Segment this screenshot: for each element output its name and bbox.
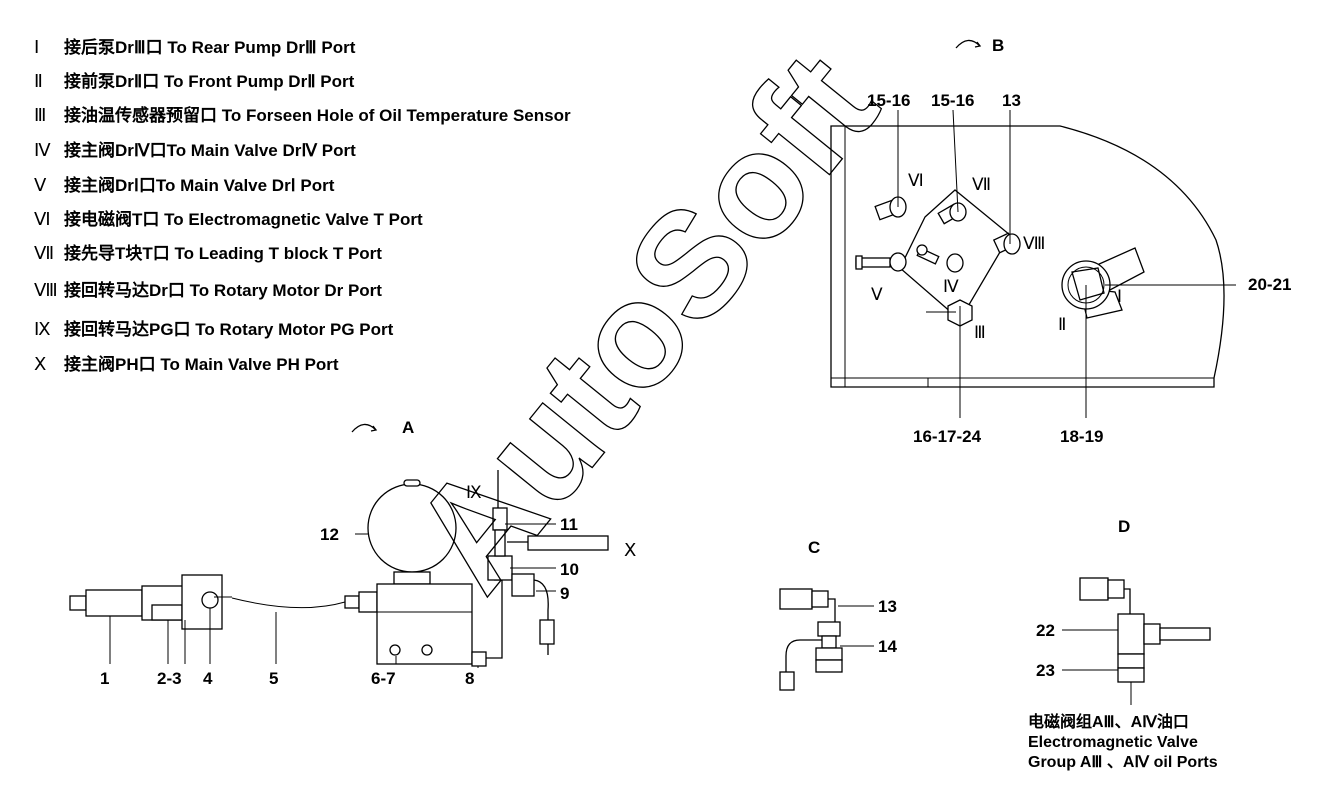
caption-line-2: Electromagnetic Valve xyxy=(1028,734,1198,751)
callout-9: 9 xyxy=(560,584,569,603)
piping xyxy=(486,470,609,659)
callout-1: 1 xyxy=(100,669,109,688)
accumulator-12 xyxy=(367,479,457,585)
port-label-4: Ⅳ xyxy=(943,277,959,296)
port-label-9: Ⅸ xyxy=(466,483,482,502)
port-label-6: Ⅵ xyxy=(908,171,924,190)
fitting-8 xyxy=(992,232,1021,255)
callout-23-d: 23 xyxy=(1036,661,1055,680)
port-label-2: Ⅱ xyxy=(1058,315,1066,334)
view-d-label: D xyxy=(1118,517,1130,536)
callout-20-21: 20-21 xyxy=(1248,275,1291,294)
sensor-1 xyxy=(69,585,185,621)
fitting-4 xyxy=(916,244,964,273)
callout-11: 11 xyxy=(560,515,578,534)
view-c-label: C xyxy=(808,538,820,557)
callout-14: 14 xyxy=(878,637,897,656)
view-b: B xyxy=(830,36,1291,446)
port-label-7: Ⅶ xyxy=(972,175,991,194)
fitting-6 xyxy=(874,196,907,221)
callout-4: 4 xyxy=(203,669,213,688)
view-c: C 13 14 xyxy=(779,538,897,691)
caption-line-3: Group AⅢ 、AⅣ oil Ports xyxy=(1028,754,1218,771)
caption-line-1: 电磁阀组AⅢ、AⅣ油口 xyxy=(1028,714,1189,731)
callout-2-3: 2-3 xyxy=(157,669,182,688)
port-label-3: Ⅲ xyxy=(974,323,986,342)
callout-8: 8 xyxy=(465,669,474,688)
port-label-8: Ⅷ xyxy=(1023,234,1045,253)
callout-22: 22 xyxy=(1036,621,1055,640)
watermark: AutoSoft xyxy=(379,22,908,620)
view-d: D 22 23 xyxy=(1036,517,1211,705)
fitting-7 xyxy=(937,202,967,225)
view-b-label: B xyxy=(992,36,1004,55)
callout-15-16-b: 15-16 xyxy=(931,91,974,110)
port-label-10: Ⅹ xyxy=(624,540,636,560)
valve-block xyxy=(376,583,487,667)
callout-5: 5 xyxy=(269,669,278,688)
callout-6-7: 6-7 xyxy=(371,669,396,688)
port-label-1: Ⅰ xyxy=(1117,287,1122,306)
callout-13-c: 13 xyxy=(878,597,897,616)
connector-2-3 xyxy=(181,574,232,630)
callout-10: 10 xyxy=(560,560,579,579)
callout-15-16-a: 15-16 xyxy=(867,91,910,110)
port-fitting-1-2 xyxy=(1061,247,1145,319)
view-d-caption: 电磁阀组AⅢ、AⅣ油口 Electromagnetic Valve Group … xyxy=(1028,713,1218,773)
callout-13-b: 13 xyxy=(1002,91,1021,110)
callout-18-19: 18-19 xyxy=(1060,427,1103,446)
housing-outline xyxy=(830,125,1225,388)
view-a: A xyxy=(69,418,636,688)
fitting-3 xyxy=(926,299,973,327)
plug xyxy=(344,591,378,613)
callout-12: 12 xyxy=(320,525,339,544)
cable-5 xyxy=(231,597,346,609)
port-label-5: Ⅴ xyxy=(871,285,883,304)
callout-16-17-24: 16-17-24 xyxy=(913,427,982,446)
view-a-label: A xyxy=(402,418,414,437)
fitting-5 xyxy=(855,252,907,272)
